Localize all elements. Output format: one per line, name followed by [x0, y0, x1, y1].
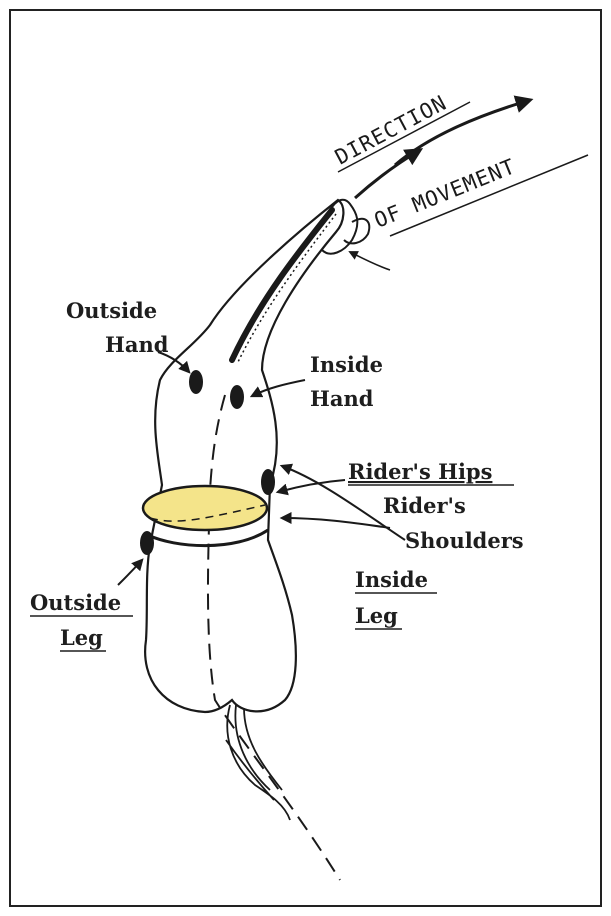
label-inside-hand-2: Hand — [310, 386, 374, 411]
label-riders-shoulders-1: Rider's — [383, 493, 466, 518]
label-riders-shoulders-2: Shoulders — [405, 528, 524, 553]
label-outside-leg-2: Leg — [60, 625, 103, 650]
label-inside-leg-1: Inside — [355, 567, 428, 592]
inside-hand-mark — [230, 385, 244, 409]
label-outside-leg-1: Outside — [30, 590, 121, 615]
label-outside-hand-1: Outside — [66, 298, 157, 323]
arrow-outside-leg — [118, 560, 142, 585]
inside-leg-mark — [261, 469, 275, 495]
outside-hand-mark — [189, 370, 203, 394]
saddle — [143, 486, 267, 530]
direction-line1: DIRECTION — [331, 91, 451, 170]
label-outside-hand-2: Hand — [105, 332, 169, 357]
label-riders-hips: Rider's Hips — [348, 459, 492, 484]
nose-pointer-arrow — [350, 252, 390, 270]
horse-mane — [232, 210, 332, 360]
horse-outline — [145, 200, 343, 712]
arrow-inside-hand — [252, 380, 305, 396]
arrow-riders-hips — [278, 480, 345, 492]
label-inside-hand-1: Inside — [310, 352, 383, 377]
label-inside-leg-2: Leg — [355, 603, 398, 628]
outside-leg-mark — [140, 531, 154, 555]
